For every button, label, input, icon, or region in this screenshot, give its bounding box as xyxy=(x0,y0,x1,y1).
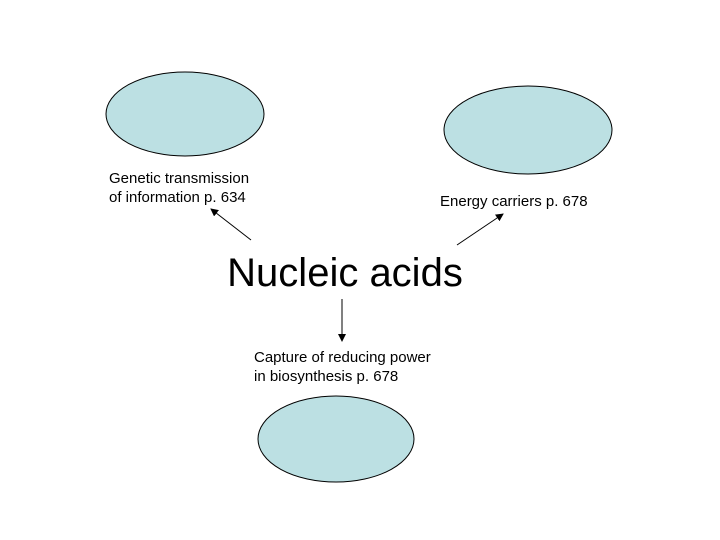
ellipse-energy xyxy=(443,85,613,175)
label-capture-line-2: in biosynthesis p. 678 xyxy=(254,368,399,385)
label-capture-line-1: Capture of reducing power xyxy=(254,349,431,366)
label-energy-carriers: Energy carriers p. 678 xyxy=(440,192,588,211)
ellipse-genetic xyxy=(105,71,265,157)
arrow-to-genetic xyxy=(210,208,252,241)
label-capture-reducing-power: Capture of reducing power in biosynthesi… xyxy=(254,348,431,386)
label-genetic-line-1: Genetic transmission xyxy=(109,170,250,187)
label-energy-line-1: Energy carriers p. 678 xyxy=(440,193,588,210)
label-genetic-line-2: of information p. 634 xyxy=(109,189,246,206)
ellipse-capture xyxy=(257,395,415,483)
arrow-to-energy xyxy=(456,213,504,246)
center-title: Nucleic acids xyxy=(227,251,463,295)
label-genetic-transmission: Genetic transmission of information p. 6… xyxy=(109,169,249,207)
